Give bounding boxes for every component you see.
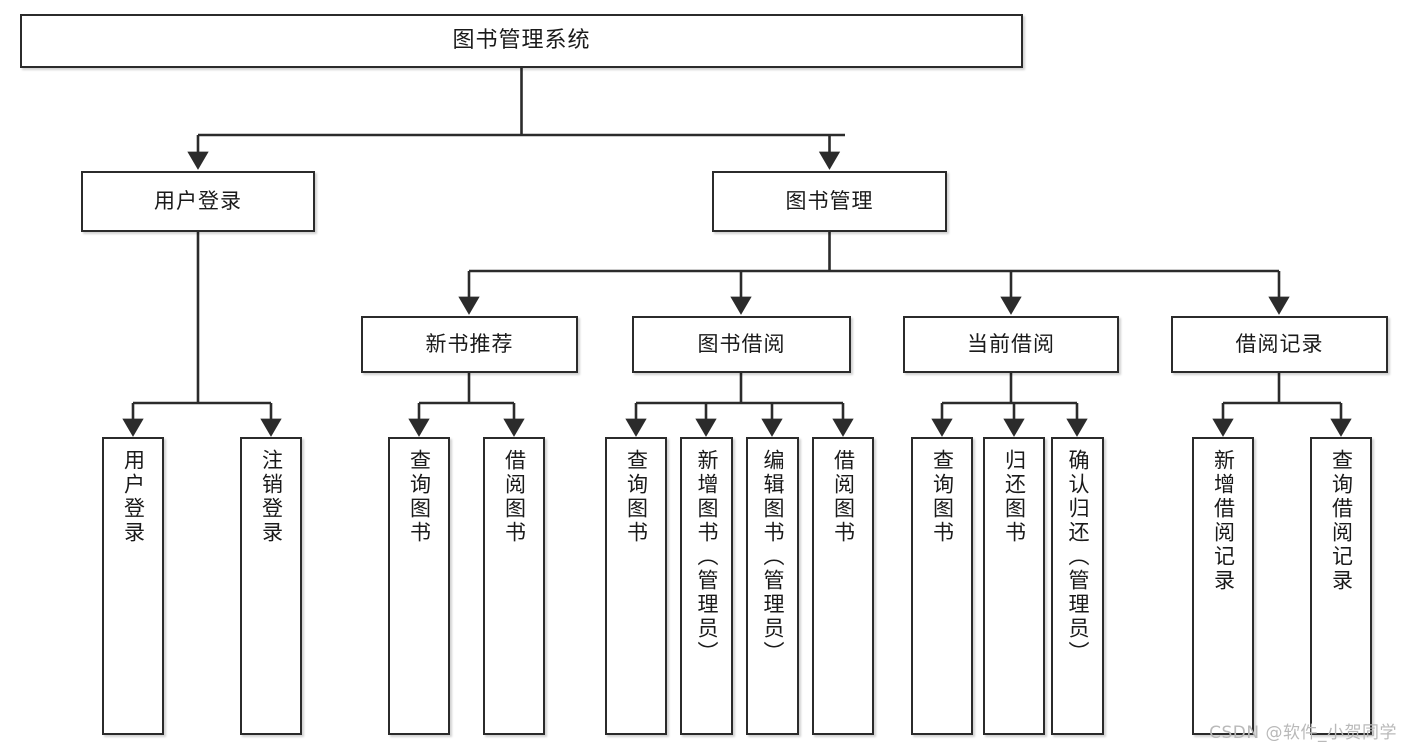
node-borrow-record-label: 借阅记录 [1235, 331, 1324, 356]
node-leaf-return-book-label: 归还图书 [1002, 449, 1027, 545]
node-leaf-return-book[interactable]: 归还图书 [983, 437, 1045, 735]
node-current-borrow-label: 当前借阅 [967, 331, 1055, 356]
node-book-manage[interactable]: 图书管理 [712, 171, 947, 232]
node-book-manage-label: 图书管理 [785, 188, 874, 213]
node-book-borrow[interactable]: 图书借阅 [632, 316, 851, 373]
node-leaf-query-book-1-label: 查询图书 [407, 449, 432, 545]
node-current-borrow[interactable]: 当前借阅 [903, 316, 1119, 373]
node-new-book-rec-label: 新书推荐 [425, 331, 514, 356]
node-leaf-add-book[interactable]: 新增图书（管理员） [680, 437, 733, 735]
node-root-label: 图书管理系统 [452, 27, 591, 53]
node-leaf-query-record[interactable]: 查询借阅记录 [1310, 437, 1372, 735]
node-leaf-query-book-3-label: 查询图书 [930, 449, 955, 545]
node-leaf-query-record-label: 查询借阅记录 [1329, 449, 1354, 593]
node-user-login[interactable]: 用户登录 [81, 171, 315, 232]
node-leaf-add-record-label: 新增借阅记录 [1211, 449, 1236, 593]
node-borrow-record[interactable]: 借阅记录 [1171, 316, 1388, 373]
node-leaf-user-login-label: 用户登录 [121, 449, 146, 545]
node-leaf-add-record[interactable]: 新增借阅记录 [1192, 437, 1254, 735]
node-leaf-query-book-2-label: 查询图书 [624, 449, 649, 545]
node-leaf-confirm-return[interactable]: 确认归还（管理员） [1051, 437, 1104, 735]
node-book-borrow-label: 图书借阅 [697, 331, 786, 356]
node-leaf-user-logout-label: 注销登录 [259, 449, 284, 545]
node-root-system[interactable]: 图书管理系统 [20, 14, 1023, 68]
node-leaf-user-logout[interactable]: 注销登录 [240, 437, 302, 735]
node-leaf-borrow-book-2[interactable]: 借阅图书 [812, 437, 874, 735]
node-leaf-user-login[interactable]: 用户登录 [102, 437, 164, 735]
node-leaf-edit-book-label: 编辑图书（管理员） [761, 449, 786, 665]
node-leaf-borrow-book-1[interactable]: 借阅图书 [483, 437, 545, 735]
node-new-book-rec[interactable]: 新书推荐 [361, 316, 578, 373]
node-leaf-edit-book[interactable]: 编辑图书（管理员） [746, 437, 799, 735]
node-leaf-query-book-1[interactable]: 查询图书 [388, 437, 450, 735]
node-leaf-borrow-book-1-label: 借阅图书 [502, 449, 527, 545]
node-leaf-borrow-book-2-label: 借阅图书 [831, 449, 856, 545]
node-leaf-confirm-return-label: 确认归还（管理员） [1066, 449, 1091, 665]
node-user-login-label: 用户登录 [154, 188, 242, 213]
node-leaf-query-book-2[interactable]: 查询图书 [605, 437, 667, 735]
node-leaf-query-book-3[interactable]: 查询图书 [911, 437, 973, 735]
node-leaf-add-book-label: 新增图书（管理员） [695, 449, 720, 665]
